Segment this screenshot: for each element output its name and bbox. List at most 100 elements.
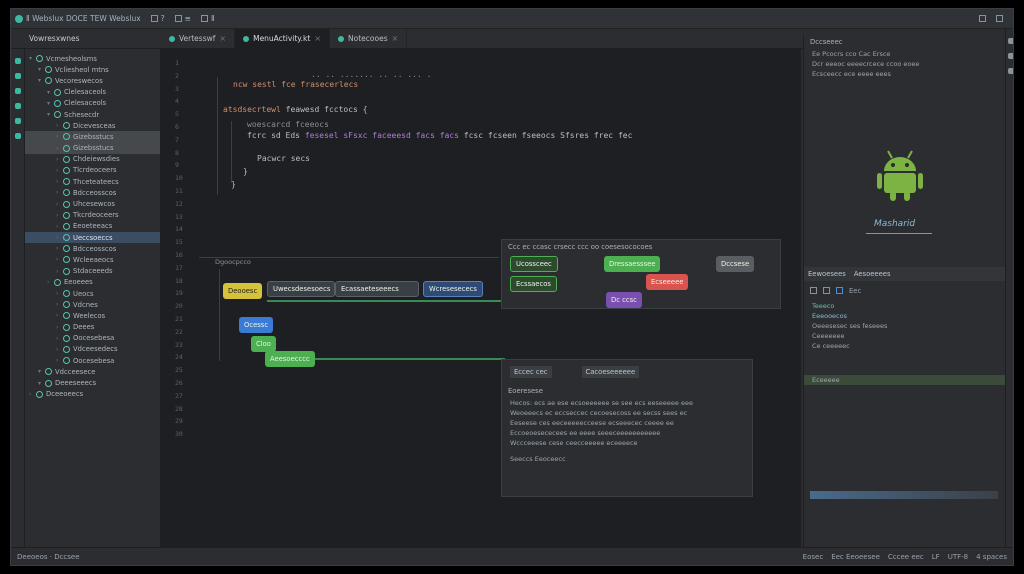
info-icon[interactable] [836,287,843,294]
toolbar-btn-menu[interactable]: ≡ [174,14,191,23]
inspector-row[interactable]: Eeeooecos [812,312,847,320]
tree-node[interactable]: ›Wcleeaeocs [25,254,160,265]
tree-arrow-icon[interactable]: › [56,155,59,163]
flow-node-1[interactable]: Uwecsdesesoecs [267,281,335,297]
tree-arrow-icon[interactable]: › [56,323,59,331]
tree-node[interactable]: ›Bdcceosscos [25,243,160,254]
tree-node[interactable]: ›Stdaceeeds [25,266,160,277]
tab-1[interactable]: Vertesswf× [161,28,236,49]
tree-node[interactable]: ›Vdcnes [25,299,160,310]
commit-tool-icon[interactable] [14,73,21,79]
inspector-row[interactable]: Eceeeee [804,375,1005,385]
tree-node[interactable]: ›Dicevesceas [25,120,160,131]
tree-arrow-icon[interactable]: ▾ [47,111,51,119]
inspector-row[interactable]: Oeeesesec ses feseees [812,322,888,330]
tree-arrow-icon[interactable]: › [56,357,59,365]
tree-node[interactable]: ▾Vdcceesece [25,366,160,377]
status-item[interactable]: 4 spaces [976,552,1007,561]
flow-block-blue[interactable]: Ocessc [239,317,274,333]
inspector-row[interactable]: Ce ceeeeec [812,342,850,350]
tree-arrow-icon[interactable]: › [29,390,32,398]
tree-node[interactable]: ›Oocesebesa [25,355,160,366]
tree-arrow-icon[interactable]: › [47,278,50,286]
tree-arrow-icon[interactable]: › [56,122,59,130]
tree-node[interactable]: ▾Clelesaceols [25,87,160,98]
tree-node[interactable]: ▾Clelesaceols [25,98,160,109]
tree-arrow-icon[interactable]: ▾ [47,99,51,107]
inspector-row[interactable]: Ceeeeeee [812,332,845,340]
tree-arrow-icon[interactable]: › [56,189,59,197]
flow-node-3[interactable]: Wcresesececs [423,281,483,297]
flow-block-yellow[interactable]: Deooesc [223,283,263,299]
flow-block-green-small[interactable]: Cloo [251,336,276,352]
palette-green-button[interactable]: Dressaesssee [604,256,661,272]
tree-node[interactable]: ▾Vcmesheolsms [25,53,160,64]
dialog-tab-a[interactable]: Eccec cec [510,366,552,378]
build-tool-icon[interactable] [14,118,21,124]
tree-arrow-icon[interactable]: › [56,301,59,309]
palette-gray-button[interactable]: Dccsese [716,256,755,272]
inspector-row[interactable]: Teeeco [812,302,835,310]
tree-arrow-icon[interactable]: › [56,166,59,174]
project-tool-icon[interactable] [14,58,21,64]
tree-arrow-icon[interactable]: › [56,200,59,208]
flow-block-green-long[interactable]: Aeesoecccc [265,351,315,367]
tree-arrow-icon[interactable]: › [56,290,59,298]
tree-node[interactable]: ▾Deeeseeecs [25,377,160,388]
tree-arrow-icon[interactable]: › [56,334,59,342]
tree-node[interactable]: ›Dceeoeecs [25,389,160,400]
tree-node[interactable]: ›Oocesebesa [25,333,160,344]
status-item[interactable]: LF [931,552,940,561]
tab-2[interactable]: MenuActivity.kt× [235,28,331,49]
tree-node[interactable]: ›Bdcceosscos [25,187,160,198]
tree-node[interactable]: ›Tlcrdeoceers [25,165,160,176]
tree-arrow-icon[interactable]: ▾ [29,55,33,63]
tree-node[interactable]: ▾Schesecdr [25,109,160,120]
tree-arrow-icon[interactable]: ▾ [47,88,51,96]
search-icon[interactable] [979,15,986,22]
close-icon[interactable]: × [391,34,399,43]
tree-arrow-icon[interactable]: › [56,133,59,141]
tree-node[interactable]: ›Thceteateecs [25,176,160,187]
tree-arrow-icon[interactable]: › [56,144,59,152]
toolbar-btn-pause[interactable]: Ⅱ [200,14,215,23]
resource-tool-icon[interactable] [14,103,21,109]
tree-arrow-icon[interactable]: › [56,312,59,320]
tree-arrow-icon[interactable]: › [56,234,59,242]
tree-arrow-icon[interactable]: › [56,345,59,353]
bookmarks-tool-icon[interactable] [14,133,21,139]
tree-node[interactable]: ›Eeoeees [25,277,160,288]
palette-item-2[interactable]: Ecssaecos [510,276,557,292]
tree-node[interactable]: ▾Vecoreswecos [25,75,160,86]
tree-arrow-icon[interactable]: ▾ [38,379,42,387]
tab-3[interactable]: Notecooes× [330,28,408,49]
close-icon[interactable]: × [314,34,322,43]
gradle-icon[interactable] [1007,53,1013,59]
palette-purple-button[interactable]: Dc ccsc [606,292,642,308]
tree-node[interactable]: ›Vdceesedecs [25,344,160,355]
flow-node-2[interactable]: Ecassaeteseeecs [335,281,419,297]
tree-node[interactable]: ›Eeoeteeacs [25,221,160,232]
device-icon[interactable] [1007,68,1013,74]
tree-node[interactable]: ▾Vcliesheol mtns [25,64,160,75]
tree-node[interactable]: ›Ueccsoeccs [25,232,160,244]
notifications-icon[interactable] [1007,38,1013,44]
palette-red-button[interactable]: Ecseeeee [646,274,689,290]
tree-node[interactable]: ›Uhcesewcos [25,198,160,209]
tree-arrow-icon[interactable]: › [56,211,59,219]
status-item[interactable]: Eec Eeoeesee [831,552,880,561]
tree-arrow-icon[interactable]: ▾ [38,368,42,376]
tree-arrow-icon[interactable]: › [56,178,59,186]
status-item[interactable]: UTF-8 [947,552,969,561]
structure-tool-icon[interactable] [14,88,21,94]
status-item[interactable]: Eosec [802,552,824,561]
tree-arrow-icon[interactable]: › [56,256,59,264]
tree-node[interactable]: ›Deees [25,322,160,333]
dialog-tab-b[interactable]: Cacoeseeeeee [581,366,640,378]
warning-icon[interactable] [823,287,830,294]
close-icon[interactable]: × [219,34,227,43]
tree-node[interactable]: ›Gizebsstucs [25,142,160,154]
filter-icon[interactable] [810,287,817,294]
tree-node[interactable]: ›Tkcrdeoceers [25,210,160,221]
